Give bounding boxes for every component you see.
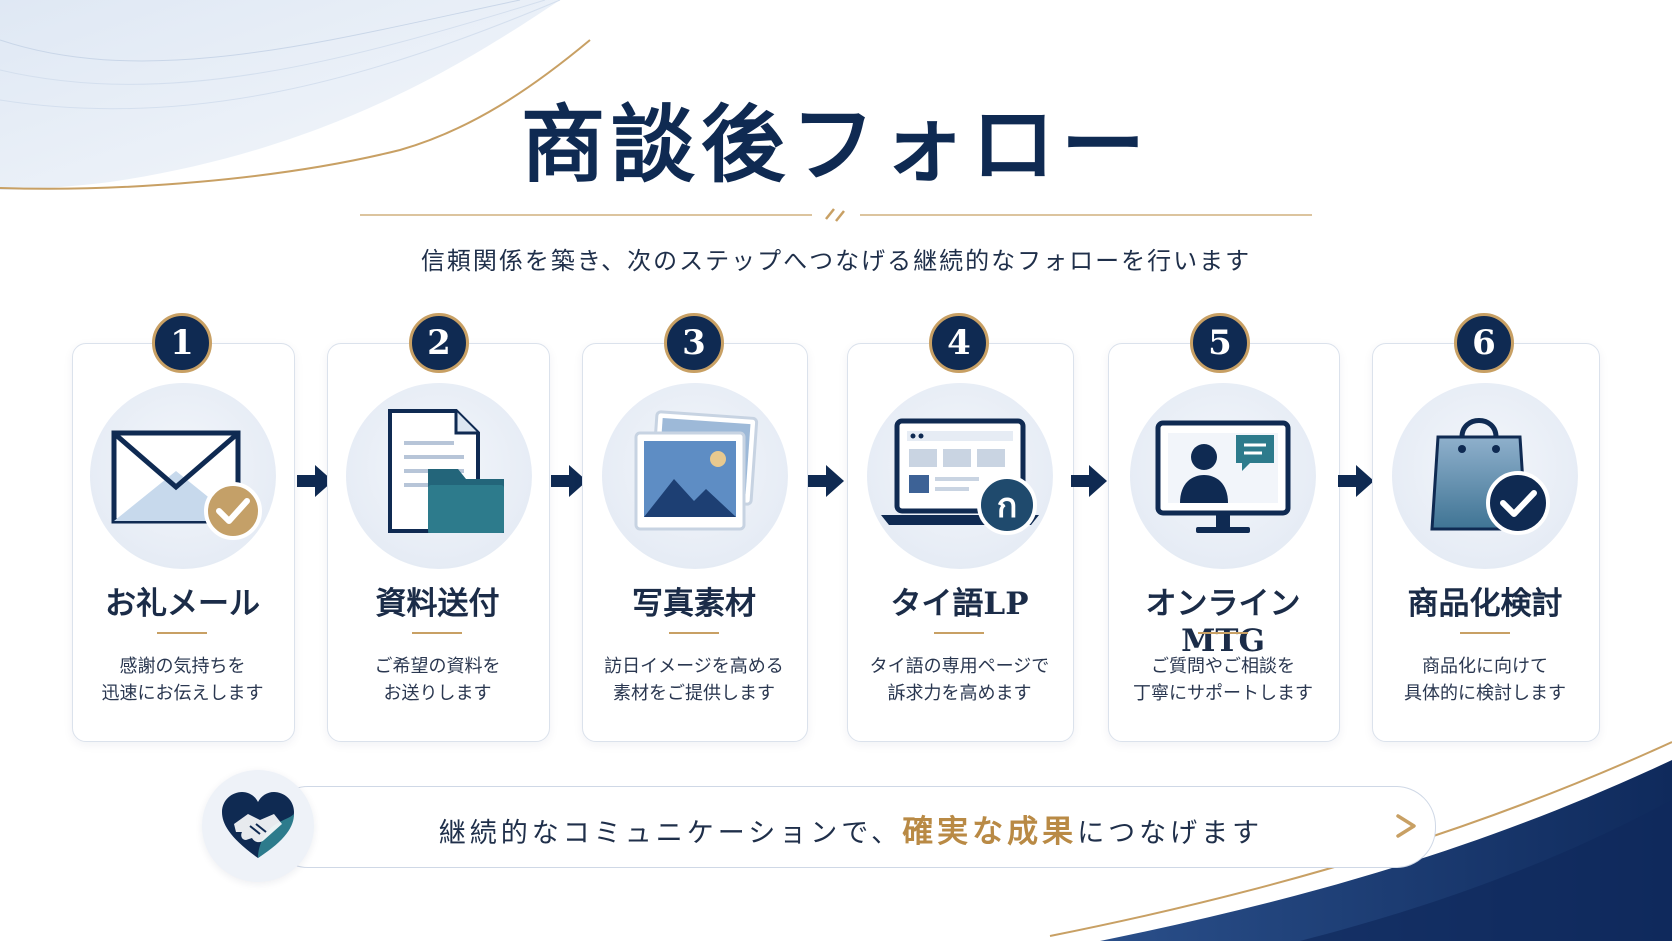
gold-accent-line	[412, 632, 462, 634]
step-title: オンラインMTG	[1145, 586, 1301, 659]
laptop-thai-icon: ก	[881, 418, 1039, 535]
step-description: タイ語の専用ページで 訴求力を高めます	[869, 656, 1050, 704]
step-description: ご質問やご相談を 丁寧にサポートします	[1133, 656, 1313, 704]
mail-check-icon	[111, 430, 262, 540]
message-banner	[268, 786, 1436, 868]
arrow-right-icon	[808, 465, 844, 497]
video-meeting-icon	[1155, 420, 1291, 533]
chevron-right-icon	[1396, 814, 1416, 838]
arrow-right-icon	[1071, 465, 1107, 497]
step-number-badge: 4	[929, 313, 989, 373]
gold-accent-line	[1198, 632, 1248, 634]
page-title: 商談後フォロー	[520, 95, 1151, 194]
banner-message: 継続的なコミュニケーションで、確実な成果につなげます	[438, 814, 1264, 850]
photo-icon	[634, 410, 759, 531]
step-title: タイ語LP	[890, 586, 1029, 622]
step-description: 訪日イメージを高める 素材をご提供します	[604, 656, 784, 704]
gold-accent-line	[1460, 632, 1510, 634]
step-title: 写真素材	[632, 586, 756, 622]
step-number-badge: 3	[664, 313, 724, 373]
handshake-heart-icon	[222, 792, 294, 858]
document-folder-icon	[388, 409, 504, 533]
step-description: 商品化に向けて 具体的に検討します	[1404, 656, 1566, 704]
shopping-bag-check-icon	[1430, 418, 1550, 535]
thai-glyph: ก	[997, 486, 1018, 526]
step-description: ご希望の資料を お送りします	[374, 656, 501, 704]
banner-highlight: 確実な成果	[902, 814, 1078, 850]
step-title: 商品化検討	[1407, 586, 1563, 622]
gold-accent-line	[157, 632, 207, 634]
title-divider	[360, 208, 1312, 222]
step-number-badge: 2	[409, 313, 469, 373]
step-title: 資料送付	[375, 586, 500, 622]
subtitle: 信頼関係を築き、次のステップへつなげる継続的なフォローを行います	[420, 247, 1252, 275]
gold-accent-line	[669, 632, 719, 634]
step-number-badge: 1	[152, 313, 212, 373]
step-number-badge: 6	[1454, 313, 1514, 373]
step-number-badge: 5	[1190, 313, 1250, 373]
step-title: お礼メール	[105, 586, 260, 622]
arrow-right-icon	[297, 465, 333, 497]
step-description: 感謝の気持ちを 迅速にお伝えします	[101, 656, 264, 704]
arrow-right-icon	[551, 465, 587, 497]
arrow-right-icon	[1338, 465, 1374, 497]
gold-accent-line	[934, 632, 984, 634]
